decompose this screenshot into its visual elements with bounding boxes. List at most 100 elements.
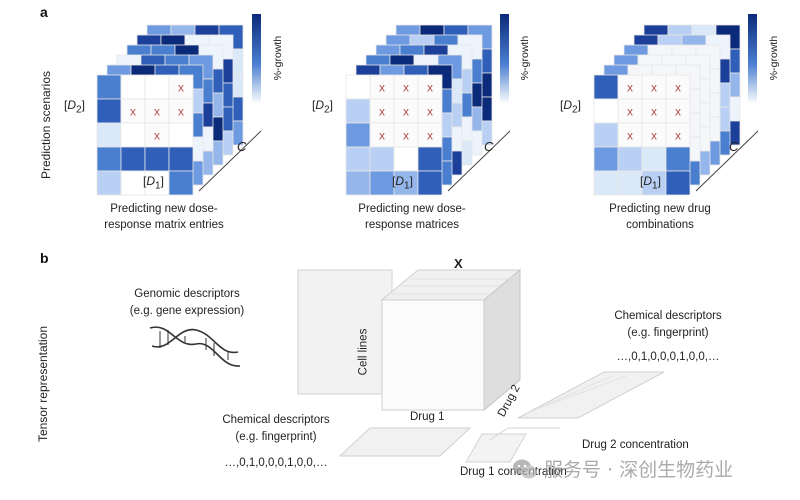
heatmap-cell <box>393 98 419 124</box>
missing-entry-marker: x <box>403 129 409 143</box>
heatmap-cell <box>617 122 643 148</box>
heatmap-cell <box>665 146 691 172</box>
heatmap-cell <box>144 98 170 124</box>
missing-entry-marker: x <box>427 81 433 95</box>
col-axis-label-3: [D1] <box>640 174 661 192</box>
missing-entry-marker: x <box>627 129 633 143</box>
missing-entry-marker: x <box>651 105 657 119</box>
watermark-text: 服务号 · 深创生物药业 <box>544 459 734 481</box>
tensor-x-label: X <box>454 256 463 271</box>
heatmap-cell <box>665 74 691 100</box>
watermark: 服务号 · 深创生物药业 <box>512 455 733 482</box>
heatmap-cell <box>144 122 170 148</box>
heatmap-cell <box>417 170 443 196</box>
missing-entry-marker: x <box>427 105 433 119</box>
depth-axis-label-2: C <box>484 139 494 154</box>
heatmap-cell <box>417 98 443 124</box>
dna-icon <box>149 326 241 367</box>
chemical-descriptors-right: Chemical descriptors (e.g. fingerprint) … <box>614 310 722 364</box>
missing-entry-marker: x <box>379 129 385 143</box>
scenario-caption-1: Predicting new dose- response matrix ent… <box>104 203 224 231</box>
col-axis-label-1: [D1] <box>143 174 164 192</box>
panel-b-label: b <box>40 250 49 266</box>
genomic-descriptors: Genomic descriptors (e.g. gene expressio… <box>129 288 245 317</box>
chemical-descriptors-left: Chemical descriptors (e.g. fingerprint) … <box>222 414 330 470</box>
heatmap-cell <box>120 170 146 196</box>
heatmap-cell <box>96 146 122 172</box>
depth-axis-label-1: C <box>237 139 247 154</box>
missing-entry-marker: x <box>627 105 633 119</box>
missing-entry-marker: x <box>403 81 409 95</box>
depth-axis-line <box>198 130 262 192</box>
drug-1-label: Drug 1 <box>410 411 445 423</box>
heatmap-cell <box>617 74 643 100</box>
missing-entry-marker: x <box>178 81 184 95</box>
drug-1-concentration-label: Drug 1 concentration <box>460 466 567 478</box>
missing-entry-marker: x <box>403 105 409 119</box>
missing-entry-marker: x <box>178 105 184 119</box>
tensor-cube <box>380 268 522 412</box>
scenario-caption-3: Predicting new drug combinations <box>609 203 711 231</box>
heatmap-cell <box>417 146 443 172</box>
missing-entry-marker: x <box>427 129 433 143</box>
missing-entry-marker: x <box>675 105 681 119</box>
colorbar <box>252 14 261 104</box>
scenario-caption-2: Predicting new dose- response matrices <box>358 203 466 231</box>
row-axis-label-1: [D2] <box>64 98 85 116</box>
colorbar <box>500 14 509 104</box>
depth-axis-line <box>695 130 759 192</box>
heatmap-cell <box>593 170 619 196</box>
heatmap-cell <box>393 170 419 196</box>
heatmap-cell <box>144 74 170 100</box>
missing-entry-marker: x <box>651 129 657 143</box>
missing-entry-marker: x <box>675 129 681 143</box>
heatmap-cell <box>369 98 395 124</box>
colorbar <box>748 14 757 104</box>
missing-entry-marker: x <box>651 81 657 95</box>
col-axis-label-2: [D1] <box>392 174 413 192</box>
heatmap-cell <box>641 74 667 100</box>
heatmap-cell <box>168 122 194 148</box>
heatmap-cell <box>593 98 619 124</box>
heatmap-cell <box>345 98 371 124</box>
wechat-logo-icon <box>513 459 537 478</box>
heatmap-cell <box>641 122 667 148</box>
heatmap-cell <box>96 170 122 196</box>
heatmap-cell <box>417 74 443 100</box>
depth-axis-label-3: C <box>729 139 739 154</box>
missing-entry-marker: x <box>379 105 385 119</box>
heatmap-cell <box>96 74 122 100</box>
missing-entry-marker: x <box>154 129 160 143</box>
heatmap-cell <box>144 170 170 196</box>
heatmap-cell <box>168 170 194 196</box>
heatmap-cell <box>369 170 395 196</box>
missing-entry-marker: x <box>627 81 633 95</box>
missing-entry-marker: x <box>675 81 681 95</box>
heatmap-cell <box>369 122 395 148</box>
missing-entry-marker: x <box>154 105 160 119</box>
missing-entry-marker: x <box>379 81 385 95</box>
cell-lines-label: Cell lines <box>357 328 370 376</box>
heatmap-cell <box>641 146 667 172</box>
depth-axis-line <box>447 130 511 192</box>
heatmap-cell <box>120 74 146 100</box>
row-axis-label-3: [D2] <box>560 98 581 116</box>
heatmap-cell <box>641 170 667 196</box>
missing-entry-marker: x <box>130 105 136 119</box>
drug-2-concentration-label: Drug 2 concentration <box>582 439 689 451</box>
heatmap-cell <box>617 146 643 172</box>
heatmap-cell <box>168 98 194 124</box>
row-axis-label-2: [D2] <box>312 98 333 116</box>
heatmap-cell <box>168 146 194 172</box>
heatmap-cell <box>369 146 395 172</box>
heatmap-cell <box>665 170 691 196</box>
panel-a-label: a <box>40 4 48 20</box>
